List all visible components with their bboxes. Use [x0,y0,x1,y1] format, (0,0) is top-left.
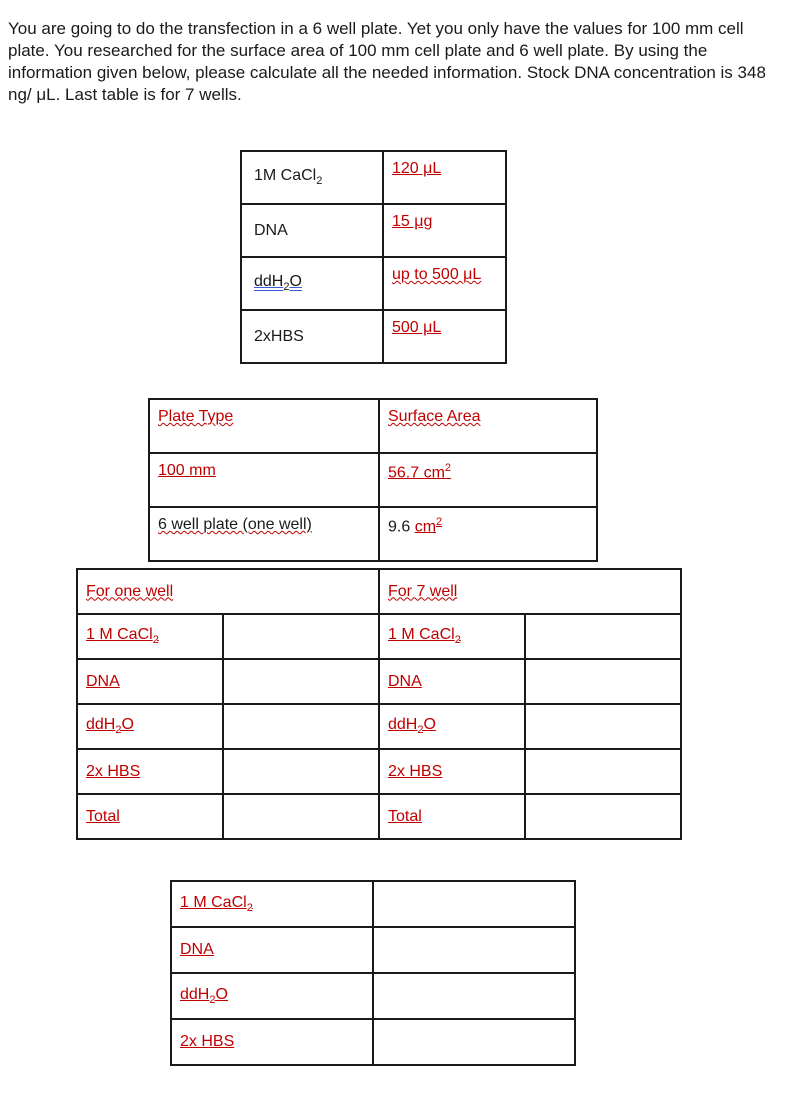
reagent-label: 2x HBS [378,748,526,795]
reagent-label: ddH2O [170,972,374,1020]
superscript: 2 [444,462,452,474]
answer-cell[interactable] [372,1018,576,1066]
reagent-name-part: ddH [254,273,284,291]
table-row: ddH2O ddH2O [76,703,682,750]
plate-type-text: 6 well plate (one well) [158,516,312,533]
table-row: ddH2O [170,972,576,1020]
total-label: Total [378,793,526,840]
reagent-name: ddH [86,716,116,734]
area-value: 9.6 [388,518,415,536]
reagent-name-tail: O [289,273,302,291]
reagent-label: DNA [76,658,224,705]
answer-cell[interactable] [524,613,682,660]
subscript: 2 [283,281,290,294]
reagent-name: DNA [254,221,288,239]
table-row: 2x HBS [170,1018,576,1066]
reagent-label: DNA [170,926,374,974]
reagent-name: 1 M CaCl [86,626,153,644]
subscript: 2 [152,634,159,647]
reagent-name: ddH [180,985,210,1003]
reagent-name: 2xHBS [254,327,304,345]
table-row: 6 well plate (one well) 9.6 cm2 [148,506,598,562]
reagent-label: ddH2O [378,703,526,750]
surface-area-cell: 56.7 cm2 [378,452,598,508]
reagent-name-tail: O [423,716,436,734]
answer-cell[interactable] [372,972,576,1020]
subscript: 2 [316,175,323,188]
reagent-amount: 15 μg [382,203,507,258]
plate-type-cell: 100 mm [148,452,380,508]
reagent-label: 2xHBS [240,309,384,364]
reagent-name: 1 M CaCl [180,893,247,911]
recipe-table: 1M CaCl2 120 μL DNA 15 μg ddH2O up to 50… [240,150,507,364]
one-well-header: For one well [76,568,380,615]
reagent-label: 1 M CaCl2 [76,613,224,660]
reagent-amount: up to 500 μL [382,256,507,311]
plate-type-cell: 6 well plate (one well) [148,506,380,562]
area-value: 56.7 cm [388,464,445,482]
reagent-label: ddH2O [76,703,224,750]
reagent-name-tail: O [121,716,134,734]
table-row: 1 M CaCl2 1 M CaCl2 [76,613,682,660]
reagent-name: 1 M CaCl [388,626,455,644]
reagent-label: 2x HBS [170,1018,374,1066]
total-label: Total [76,793,224,840]
reagent-name: ddH [388,716,418,734]
table-row: 1 M CaCl2 [170,880,576,928]
reagent-label: 1M CaCl2 [240,150,384,205]
reagent-amount: 500 μL [382,309,507,364]
answer-cell[interactable] [524,748,682,795]
answer-cell[interactable] [524,793,682,840]
subscript: 2 [209,994,216,1007]
reagent-label: DNA [378,658,526,705]
answer-cell[interactable] [372,926,576,974]
table-row: 2xHBS 500 μL [240,309,507,364]
answer-cell[interactable] [222,703,380,750]
reagent-amount: 120 μL [382,150,507,205]
table-header-row: For one well For 7 well [76,568,682,615]
reagent-label: 1 M CaCl2 [170,880,374,928]
surface-area-table: Plate Type Surface Area 100 mm 56.7 cm2 … [148,398,598,562]
table-row: 100 mm 56.7 cm2 [148,452,598,508]
table-row: DNA 15 μg [240,203,507,258]
subscript: 2 [454,634,461,647]
subscript: 2 [246,902,253,915]
table-row: DNA DNA [76,658,682,705]
calculation-table: For one well For 7 well 1 M CaCl2 1 M Ca… [76,568,682,840]
table-row: Total Total [76,793,682,840]
answer-cell[interactable] [524,658,682,705]
reagent-label: DNA [240,203,384,258]
surface-area-header: Surface Area [378,398,598,454]
table-row: DNA [170,926,576,974]
superscript: 2 [436,516,443,528]
surface-area-cell: 9.6 cm2 [378,506,598,562]
table-row: ddH2O up to 500 μL [240,256,507,311]
reagent-label: 2x HBS [76,748,224,795]
answer-cell[interactable] [222,793,380,840]
answer-cell[interactable] [222,658,380,705]
reagent-name: ddH2O [254,273,302,293]
answer-cell[interactable] [524,703,682,750]
plate-type-header: Plate Type [148,398,380,454]
table-header-row: Plate Type Surface Area [148,398,598,454]
subscript: 2 [417,724,424,737]
answer-cell[interactable] [222,613,380,660]
reagent-name-tail: O [215,985,228,1003]
area-unit: cm [414,518,437,536]
final-table: 1 M CaCl2 DNA ddH2O 2x HBS [170,880,576,1066]
reagent-label: ddH2O [240,256,384,311]
subscript: 2 [115,724,122,737]
reagent-name: 1M CaCl [254,167,317,185]
table-row: 1M CaCl2 120 μL [240,150,507,205]
answer-cell[interactable] [222,748,380,795]
seven-well-header: For 7 well [378,568,682,615]
answer-cell[interactable] [372,880,576,928]
instructions-text: You are going to do the transfection in … [8,19,766,104]
table-row: 2x HBS 2x HBS [76,748,682,795]
reagent-label: 1 M CaCl2 [378,613,526,660]
